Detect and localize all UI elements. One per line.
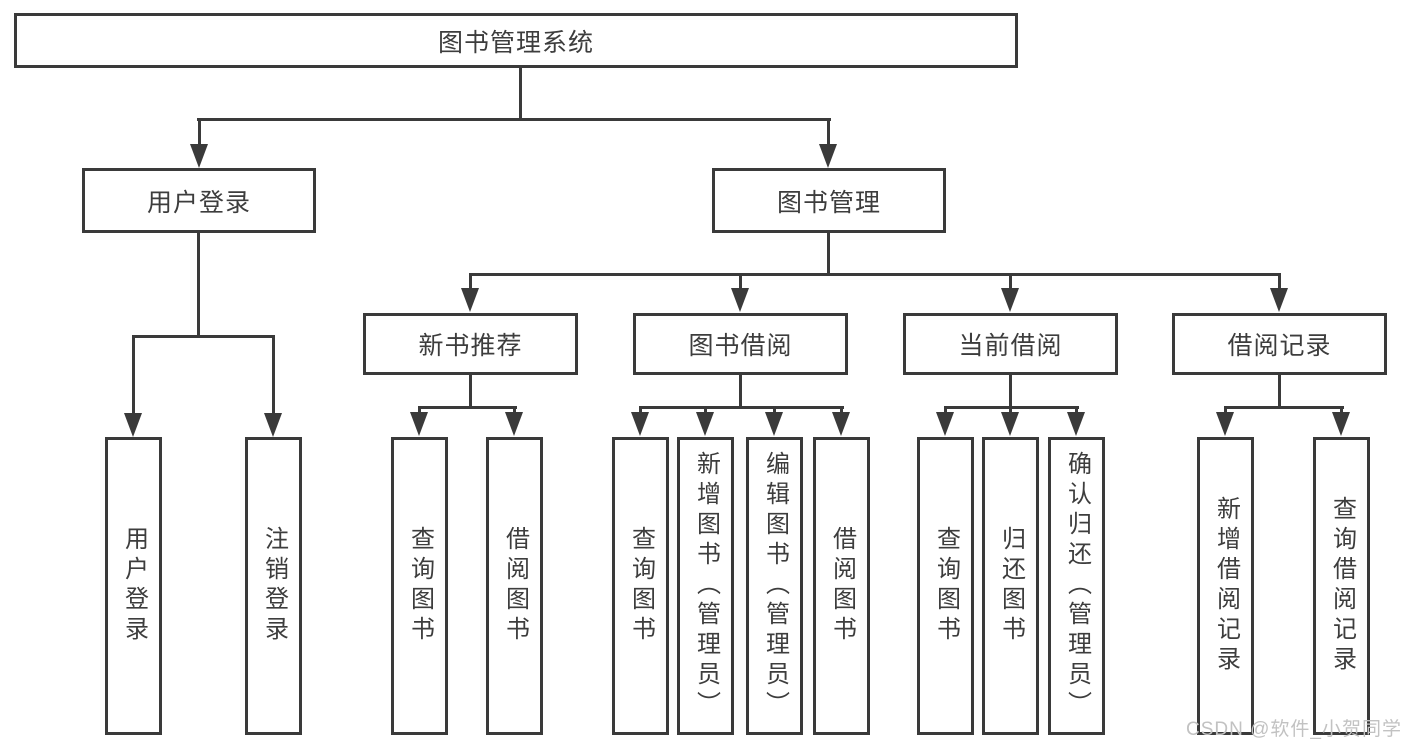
- connector-line: [639, 409, 642, 414]
- connector-line: [1075, 409, 1078, 414]
- connector-line: [1224, 406, 1344, 409]
- leaf-query-books-newbooks: 查询图书: [391, 437, 448, 735]
- arrow-down-icon: [832, 412, 850, 436]
- arrow-down-icon: [819, 144, 837, 168]
- connector-line: [1009, 276, 1012, 290]
- connector-line: [704, 409, 707, 414]
- connector-line: [739, 276, 742, 290]
- arrow-down-icon: [1270, 288, 1288, 312]
- arrow-down-icon: [1001, 412, 1019, 436]
- connector-line: [944, 406, 1079, 409]
- connector-line: [827, 233, 830, 275]
- arrow-down-icon: [696, 412, 714, 436]
- leaf-query-borrow-record: 查询借阅记录: [1313, 437, 1370, 735]
- connector-line: [773, 409, 776, 414]
- connector-line: [418, 406, 517, 409]
- connector-line: [469, 273, 1281, 276]
- leaf-user-login: 用户登录: [105, 437, 162, 735]
- leaf-add-borrow-record: 新增借阅记录: [1197, 437, 1254, 735]
- arrow-down-icon: [410, 412, 428, 436]
- arrow-down-icon: [1067, 412, 1085, 436]
- connector-line: [1224, 409, 1227, 414]
- node-current-borrow: 当前借阅: [903, 313, 1118, 375]
- arrow-down-icon: [936, 412, 954, 436]
- connector-line: [1278, 276, 1281, 290]
- connector-line: [272, 338, 275, 414]
- arrow-down-icon: [1001, 288, 1019, 312]
- connector-line: [469, 276, 472, 290]
- connector-line: [197, 233, 200, 337]
- connector-line: [639, 406, 844, 409]
- arrow-down-icon: [461, 288, 479, 312]
- connector-line: [198, 121, 201, 145]
- connector-line: [513, 409, 516, 414]
- arrow-down-icon: [731, 288, 749, 312]
- leaf-borrow-books-borrow: 借阅图书: [813, 437, 870, 735]
- connector-line: [469, 375, 472, 408]
- node-book-mgmt-branch: 图书管理: [712, 168, 946, 233]
- connector-line: [1340, 409, 1343, 414]
- leaf-logout: 注销登录: [245, 437, 302, 735]
- connector-line: [840, 409, 843, 414]
- leaf-query-books-borrow: 查询图书: [612, 437, 669, 735]
- node-borrow-records: 借阅记录: [1172, 313, 1387, 375]
- node-root: 图书管理系统: [14, 13, 1018, 68]
- connector-line: [827, 121, 830, 145]
- connector-line: [739, 375, 742, 408]
- leaf-query-books-current: 查询图书: [917, 437, 974, 735]
- arrow-down-icon: [631, 412, 649, 436]
- connector-line: [519, 68, 522, 121]
- node-new-books: 新书推荐: [363, 313, 578, 375]
- connector-line: [418, 409, 421, 414]
- leaf-return-book: 归还图书: [982, 437, 1039, 735]
- connector-line: [1009, 409, 1012, 414]
- watermark: CSDN @软件_小贺同学: [1186, 719, 1402, 740]
- arrow-down-icon: [264, 413, 282, 437]
- leaf-add-book-admin: 新增图书（管理员）: [677, 437, 734, 735]
- node-user-login-branch: 用户登录: [82, 168, 316, 233]
- leaf-edit-book-admin: 编辑图书（管理员）: [746, 437, 803, 735]
- arrow-down-icon: [1216, 412, 1234, 436]
- arrow-down-icon: [124, 413, 142, 437]
- connector-line: [197, 118, 831, 121]
- node-book-borrow: 图书借阅: [633, 313, 848, 375]
- arrow-down-icon: [765, 412, 783, 436]
- connector-line: [1278, 375, 1281, 408]
- connector-line: [944, 409, 947, 414]
- connector-line: [1009, 375, 1012, 408]
- connector-line: [132, 338, 135, 414]
- leaf-borrow-books-newbooks: 借阅图书: [486, 437, 543, 735]
- leaf-confirm-return-admin: 确认归还（管理员）: [1048, 437, 1105, 735]
- arrow-down-icon: [190, 144, 208, 168]
- connector-line: [132, 335, 275, 338]
- arrow-down-icon: [505, 412, 523, 436]
- arrow-down-icon: [1332, 412, 1350, 436]
